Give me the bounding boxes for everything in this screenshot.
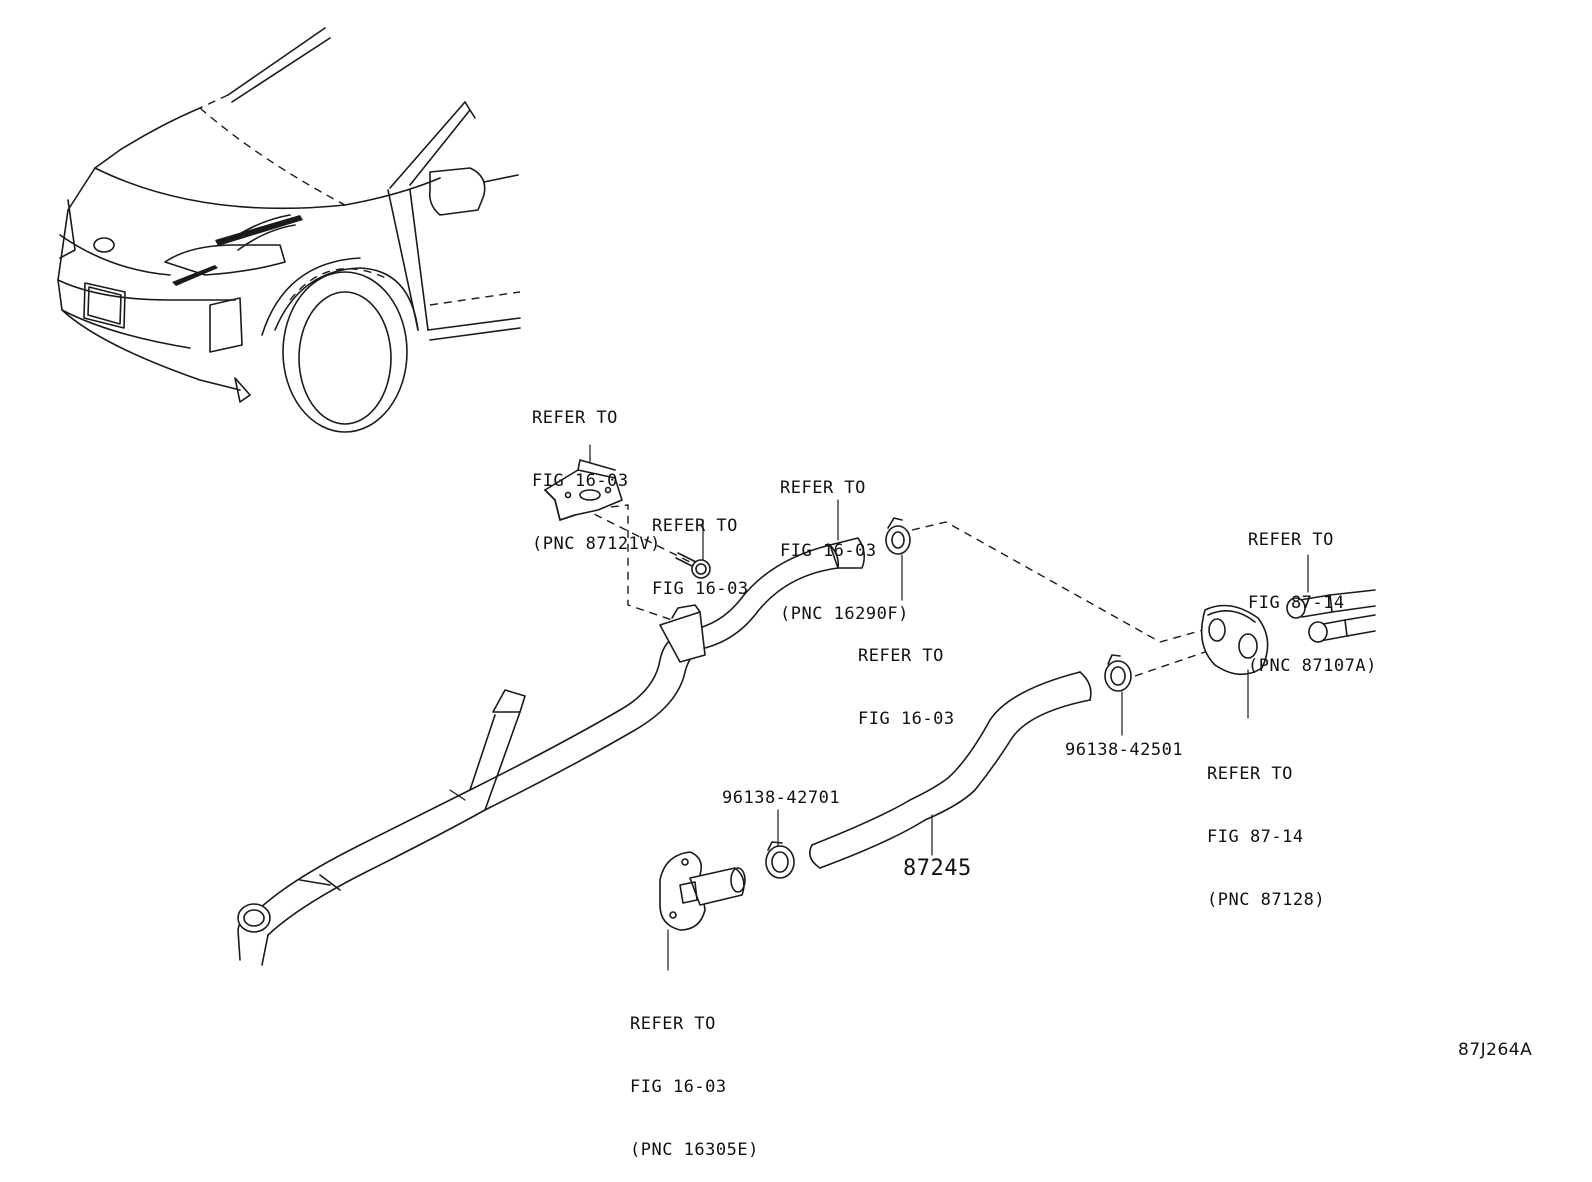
clamp-right-part-number: 96138-42501 — [1065, 740, 1184, 760]
bracket-ref-label: REFER TO FIG 16-03 (PNC 87121V) — [532, 366, 661, 576]
clamp-left-part-number: 96138-42701 — [722, 788, 841, 808]
heater-pipes — [1286, 589, 1376, 643]
water-outlet — [659, 851, 746, 931]
label-line: (PNC 16305E) — [630, 1140, 759, 1160]
grommet-ref-label: REFER TO FIG 87-14 (PNC 87128) — [1207, 722, 1325, 932]
label-line: REFER TO — [1207, 764, 1293, 784]
hose-clamp-96138-42701 — [765, 841, 795, 879]
hose-clamp-96138-42501 — [1104, 654, 1132, 692]
label-line: (PNC 16290F) — [780, 604, 909, 624]
label-line: REFER TO — [630, 1014, 716, 1034]
label-line: (PNC 87107A) — [1248, 656, 1377, 676]
clamp-ref-label: REFER TO FIG 16-03 — [858, 604, 955, 751]
heater-hose-main — [237, 537, 866, 966]
label-line: FIG 16-03 — [780, 541, 877, 561]
hose-ref-label: REFER TO FIG 16-03 (PNC 16290F) — [780, 436, 909, 646]
label-line: REFER TO — [652, 516, 738, 536]
grommet — [1200, 604, 1269, 676]
bolt — [675, 552, 711, 579]
label-line: (PNC 87128) — [1207, 890, 1326, 910]
hose-part-number: 87245 — [903, 856, 972, 881]
leader-lines — [589, 444, 1309, 971]
vehicle-illustration — [57, 27, 521, 433]
outlet-ref-label: REFER TO FIG 16-03 (PNC 16305E) — [630, 972, 759, 1182]
label-line: FIG 16-03 — [532, 471, 629, 491]
label-line: REFER TO — [532, 408, 618, 428]
label-line: FIG 16-03 — [858, 709, 955, 729]
label-line: REFER TO — [1248, 530, 1334, 550]
label-line: FIG 87-14 — [1248, 593, 1345, 613]
label-line: REFER TO — [780, 478, 866, 498]
bolt-ref-label: REFER TO FIG 16-03 — [652, 474, 749, 621]
label-line: REFER TO — [858, 646, 944, 666]
label-line: FIG 87-14 — [1207, 827, 1304, 847]
guide-lines — [581, 504, 1211, 677]
hose-bracket — [544, 459, 623, 521]
valve-ref-label: REFER TO FIG 87-14 (PNC 87107A) — [1248, 488, 1377, 698]
label-line: FIG 16-03 — [630, 1077, 727, 1097]
label-line: FIG 16-03 — [652, 579, 749, 599]
label-line: (PNC 87121V) — [532, 534, 661, 554]
heater-hose-87245 — [809, 671, 1092, 869]
hose-clamp-upper — [885, 517, 911, 555]
parts-diagram — [57, 27, 1376, 971]
diagram-code: 87J264A — [1458, 1040, 1533, 1060]
